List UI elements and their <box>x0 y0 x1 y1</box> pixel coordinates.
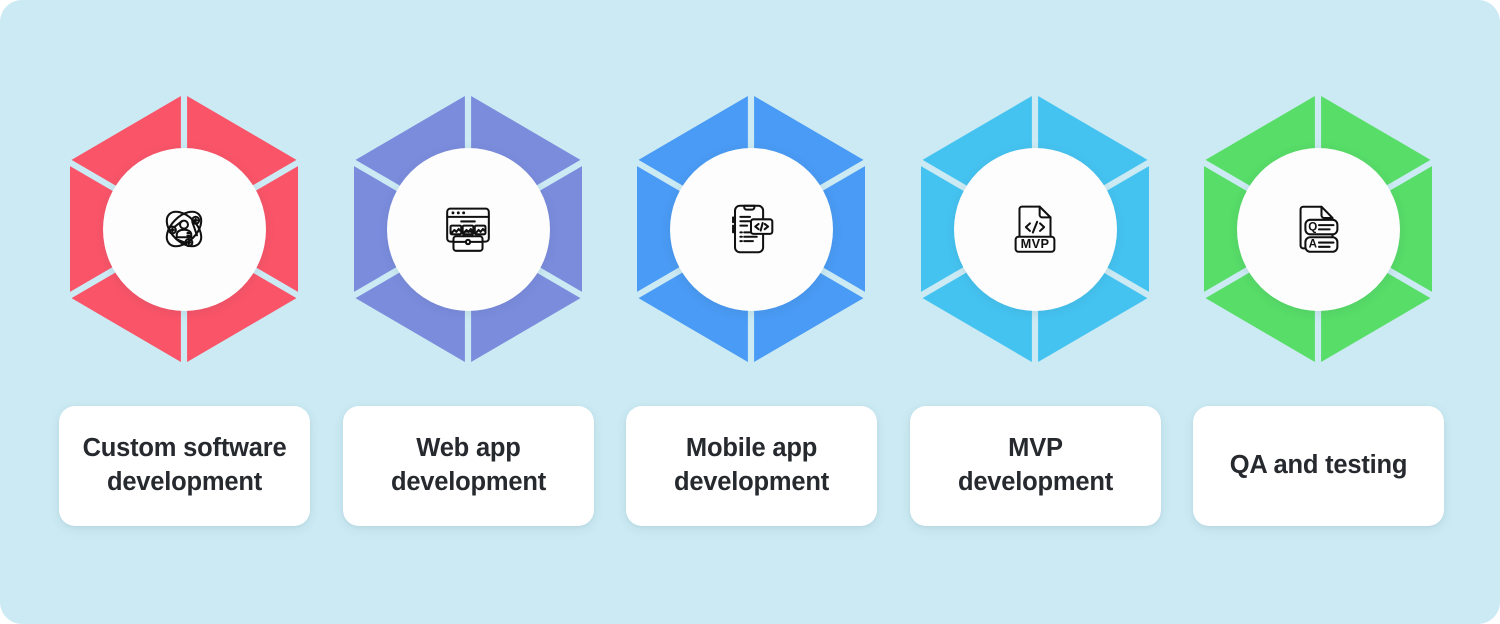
hexagon-badge-custom-software-development[interactable] <box>70 96 298 362</box>
label-card-custom-software-development[interactable]: Custom software development <box>59 406 310 526</box>
card-label: QA and testing <box>1229 451 1408 480</box>
card-label: Custom software development <box>82 434 287 496</box>
card-label: Mobile app development <box>673 434 830 496</box>
atom-person-icon <box>153 198 215 260</box>
icon-circle <box>386 147 550 311</box>
hexagon-badge-mobile-app-development[interactable] <box>637 96 865 362</box>
icon-circle <box>669 147 833 311</box>
label-card-web-app-development[interactable]: Web app development <box>343 406 594 526</box>
hexagon-badge-web-app-development[interactable] <box>354 96 582 362</box>
svg-text:Q: Q <box>1308 220 1317 233</box>
browser-briefcase-icon <box>437 198 499 260</box>
qa-document-icon: Q A <box>1287 198 1349 260</box>
card-label: Web app development <box>390 434 547 496</box>
label-card-mobile-app-development[interactable]: Mobile app development <box>626 406 877 526</box>
svg-text:MVP: MVP <box>1021 236 1050 251</box>
icon-circle: MVP <box>953 147 1117 311</box>
label-card-mvp-development[interactable]: MVP development <box>910 406 1161 526</box>
icon-circle: Q A <box>1236 147 1400 311</box>
svg-text:A: A <box>1309 238 1318 251</box>
mvp-document-icon: MVP <box>1004 198 1066 260</box>
hexagon-badge-mvp-development[interactable]: MVP <box>921 96 1149 362</box>
phone-code-icon <box>720 198 782 260</box>
label-card-qa-and-testing[interactable]: QA and testing <box>1193 406 1444 526</box>
hexagon-badge-qa-and-testing[interactable]: Q A <box>1204 96 1432 362</box>
icon-circle <box>102 147 266 311</box>
card-label: MVP development <box>957 434 1114 496</box>
